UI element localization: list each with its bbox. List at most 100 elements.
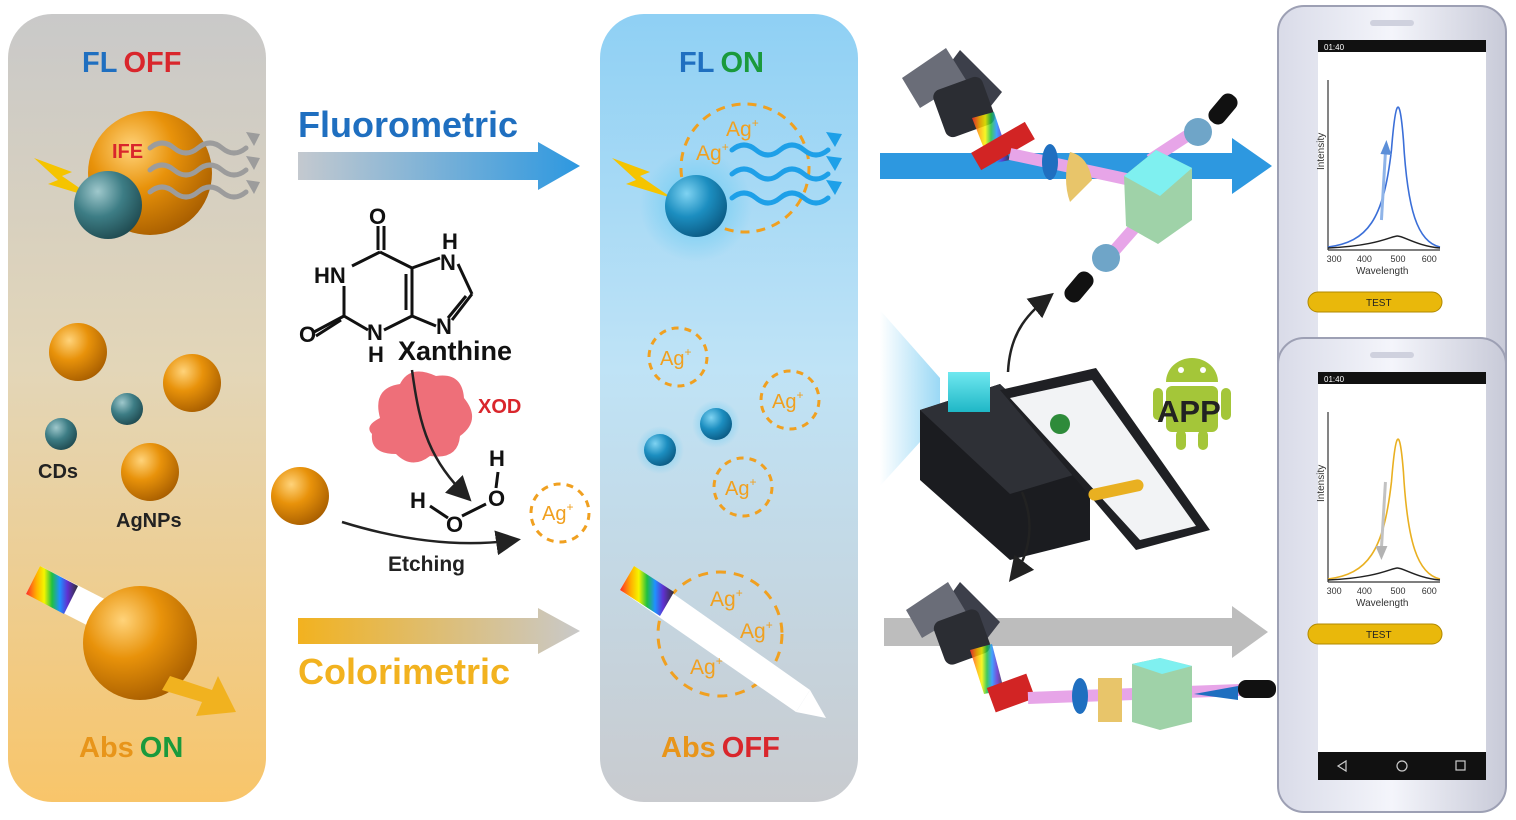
ag-ion-label: Ag+: [726, 116, 759, 141]
spectrum-curve: [1327, 106, 1441, 248]
svg-text:Ag+: Ag+: [542, 500, 573, 525]
mechanism-area: Fluorometric Colorimetric O HN O N H: [271, 104, 591, 692]
device-to-absorbance-arrow: [1008, 491, 1035, 582]
atom-h-top: H: [442, 229, 458, 254]
device-area: APP: [880, 48, 1276, 730]
x-tick-label: 500: [1390, 254, 1405, 264]
x-tick-label: 400: [1357, 586, 1372, 596]
trend-arrow: [1379, 481, 1387, 549]
nav-bar: [1318, 752, 1486, 780]
ag-ion-shell: [679, 102, 811, 234]
home-icon: [1396, 760, 1408, 772]
atom-o-top: O: [369, 204, 386, 229]
ag-ion: Ag+: [759, 369, 821, 431]
back-icon: [1336, 759, 1347, 773]
trend-arrow: [1379, 151, 1387, 221]
cd-particle: [45, 418, 77, 450]
ag-ion: Ag+: [712, 456, 774, 518]
xod-label: XOD: [478, 396, 521, 418]
colorimetric-arrow: [298, 608, 580, 654]
x-axis-label: Wavelength: [1356, 598, 1408, 609]
h2o2-structure: [429, 471, 500, 520]
test-button: [1307, 291, 1443, 313]
atom-o: O: [488, 486, 505, 511]
trend-arrowhead: [1375, 546, 1388, 560]
ag-ion-label: Ag+: [710, 586, 743, 611]
x-tick-label: 600: [1422, 254, 1437, 264]
ag-ion-shell: [656, 570, 784, 698]
test-button: [1307, 623, 1443, 645]
svg-text:Ag+: Ag+: [660, 345, 691, 370]
fluorometric-arrow: [298, 142, 580, 190]
agnp-etched-particle: [271, 467, 329, 525]
transmitted-light-beam: [620, 566, 826, 718]
x-tick-label: 300: [1327, 586, 1342, 596]
atom-h-bottom: H: [368, 342, 384, 367]
etching-label: Etching: [388, 553, 465, 576]
x-axis-label: Wavelength: [1356, 266, 1408, 277]
cd-particle: [74, 171, 142, 239]
agnps-label: AgNPs: [116, 510, 182, 532]
agnp-particle: [121, 443, 179, 501]
ag-ion: Ag+: [529, 482, 591, 544]
cd-particle: [644, 434, 676, 466]
cd-particle: [700, 408, 732, 440]
agnp-particle: [49, 323, 107, 381]
agnp-absorbing-particle: [83, 586, 197, 700]
quenched-arrowheads: [246, 132, 260, 194]
atom-h: H: [410, 488, 426, 513]
etching-arrow: [341, 520, 521, 556]
app-label: APP: [1157, 394, 1221, 429]
svg-text:Ag+: Ag+: [772, 388, 803, 413]
speaker-grille: [1370, 352, 1414, 358]
trend-arrowhead: [1380, 140, 1392, 155]
baseline-curve: [1327, 567, 1441, 581]
atom-n-top: N: [440, 250, 456, 275]
light-fan: [880, 310, 940, 486]
y-axis-label: Intensity: [1316, 465, 1327, 502]
absorbance-optics: [906, 582, 1276, 730]
svg-text:Ag+: Ag+: [725, 475, 756, 500]
atom-o-bottom: O: [299, 322, 316, 347]
status-time: 01:40: [1324, 43, 1345, 52]
cd-particle: [665, 175, 727, 237]
atom-o: O: [446, 512, 463, 537]
ag-ion: Ag+: [647, 326, 709, 388]
test-button-label: TEST: [1366, 630, 1392, 641]
speaker-grille: [1370, 20, 1414, 26]
x-tick-label: 400: [1357, 254, 1372, 264]
atom-hn: HN: [314, 263, 346, 288]
baseline-curve: [1327, 235, 1441, 249]
fluorescence-arrowheads: [826, 132, 842, 195]
x-tick-label: 500: [1390, 586, 1405, 596]
ag-ion-label: Ag+: [740, 618, 773, 643]
agnp-particle: [163, 354, 221, 412]
detector-device: [920, 292, 1210, 582]
ag-ion-label: Ag+: [696, 140, 729, 165]
colorimetric-label: Colorimetric: [298, 651, 510, 692]
device-to-fluorescence-arrow: [1006, 292, 1054, 373]
cds-label: CDs: [38, 461, 78, 483]
spectrum-curve: [1327, 438, 1441, 580]
xanthine-label: Xanthine: [398, 336, 512, 366]
quenched-emission-arrows: [147, 140, 249, 200]
y-axis-label: Intensity: [1316, 133, 1327, 170]
lightning-icon: [612, 158, 672, 198]
fluorescence-emission-arrows: [729, 142, 831, 206]
ife-label: IFE: [112, 141, 143, 163]
recents-icon: [1455, 760, 1466, 771]
fluorometric-label: Fluorometric: [298, 104, 518, 145]
cd-particle: [111, 393, 143, 425]
android-app-icon: [1153, 358, 1231, 450]
status-bar: [1318, 40, 1486, 52]
atom-n-bottom: N: [367, 320, 383, 345]
test-button-label: TEST: [1366, 298, 1392, 309]
xanthine-structure: [313, 226, 474, 338]
x-tick-label: 600: [1422, 586, 1437, 596]
